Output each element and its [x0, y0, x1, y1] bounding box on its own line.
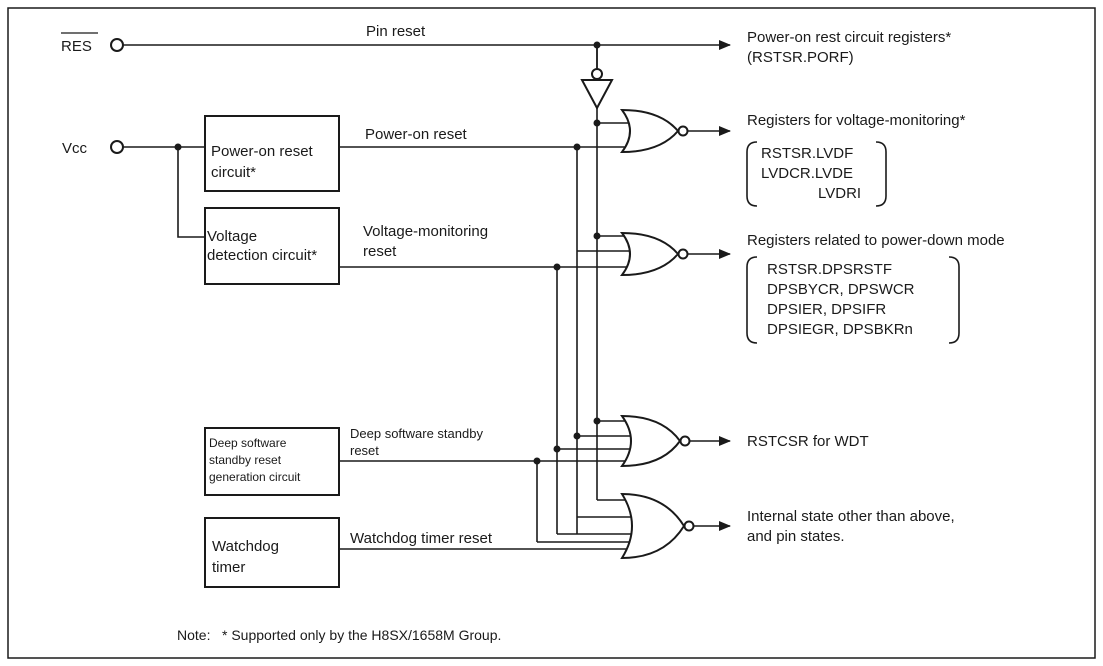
pin-reset-label: Pin reset	[366, 23, 426, 40]
voltage-detection-label-2: detection circuit*	[207, 247, 317, 264]
junction-dots	[174, 41, 601, 465]
note-label: Note:	[177, 627, 210, 643]
watchdog-reset-label: Watchdog timer reset	[350, 530, 493, 547]
deep-standby-gen-label-1: Deep software	[209, 436, 287, 450]
vcc-pin-terminal	[110, 140, 124, 154]
power-on-reset-circuit-block: Power-on reset circuit*	[204, 115, 340, 192]
inverter-triangle	[580, 79, 614, 111]
vm-reg-1: RSTSR.LVDF	[761, 145, 853, 162]
wdt-output-label: RSTCSR for WDT	[747, 433, 869, 450]
power-on-reset-circuit-label-2: circuit*	[211, 164, 256, 181]
nor-gate-4	[620, 492, 695, 560]
inverter	[580, 68, 614, 111]
nor-gate-2	[619, 231, 689, 277]
output-labels: Power-on rest circuit registers* (RSTSR.…	[746, 29, 1005, 545]
vcc-pin: Vcc	[62, 140, 124, 157]
voltage-monitoring-label-1: Voltage-monitoring	[363, 223, 488, 240]
porf-label-1: Power-on rest circuit registers*	[747, 29, 951, 46]
res-pin-terminal	[110, 38, 124, 52]
power-on-reset-circuit-label-1: Power-on reset	[211, 143, 314, 160]
watchdog-label-1: Watchdog	[212, 538, 279, 555]
nor-gate-1	[619, 108, 689, 154]
internal-state-label-1: Internal state other than above,	[747, 508, 955, 525]
inverter-bubble	[591, 68, 603, 80]
diagram-frame	[7, 7, 1096, 659]
note-text: * Supported only by the H8SX/1658M Group…	[222, 627, 501, 643]
power-on-reset-label: Power-on reset	[365, 126, 468, 143]
vcc-to-voltage-detection	[177, 147, 205, 238]
watchdog-label-2: timer	[212, 559, 245, 576]
deep-standby-label-1: Deep software standby	[350, 426, 483, 441]
pd-right-bracket	[948, 256, 960, 344]
deep-standby-gen-label-3: generation circuit	[209, 470, 301, 484]
signal-labels: Pin reset Power-on reset Voltage-monitor…	[350, 23, 493, 547]
res-label: RES	[61, 38, 92, 55]
wires	[123, 40, 731, 550]
pd-reg-1: RSTSR.DPSRSTF	[767, 261, 892, 278]
vm-right-bracket	[875, 141, 887, 207]
pd-left-bracket	[746, 256, 758, 344]
voltage-monitoring-title: Registers for voltage-monitoring*	[747, 112, 966, 129]
nor-gate-3	[620, 414, 691, 468]
res-pin: RES	[61, 32, 124, 55]
vcc-label: Vcc	[62, 140, 88, 157]
voltage-detection-label-1: Voltage	[207, 228, 257, 245]
voltage-detection-circuit-block: Voltage detection circuit*	[204, 207, 340, 285]
vm-left-bracket	[746, 141, 758, 207]
vm-reg-3: LVDRI	[818, 185, 861, 202]
vm-reg-2: LVDCR.LVDE	[761, 165, 853, 182]
voltage-monitoring-label-2: reset	[363, 243, 397, 260]
pd-reg-3: DPSIER, DPSIFR	[767, 301, 886, 318]
pd-reg-2: DPSBYCR, DPSWCR	[767, 281, 915, 298]
deep-standby-reset-generation-block: Deep software standby reset generation c…	[204, 427, 340, 496]
internal-state-label-2: and pin states.	[747, 528, 845, 545]
pd-reg-4: DPSIEGR, DPSBKRn	[767, 321, 913, 338]
watchdog-timer-block: Watchdog timer	[204, 517, 340, 588]
footnote: Note: * Supported only by the H8SX/1658M…	[177, 627, 501, 643]
deep-standby-label-2: reset	[350, 443, 379, 458]
deep-standby-gen-label-2: standby reset	[209, 453, 282, 467]
porf-label-2: (RSTSR.PORF)	[747, 49, 854, 66]
power-down-title: Registers related to power-down mode	[747, 232, 1005, 249]
